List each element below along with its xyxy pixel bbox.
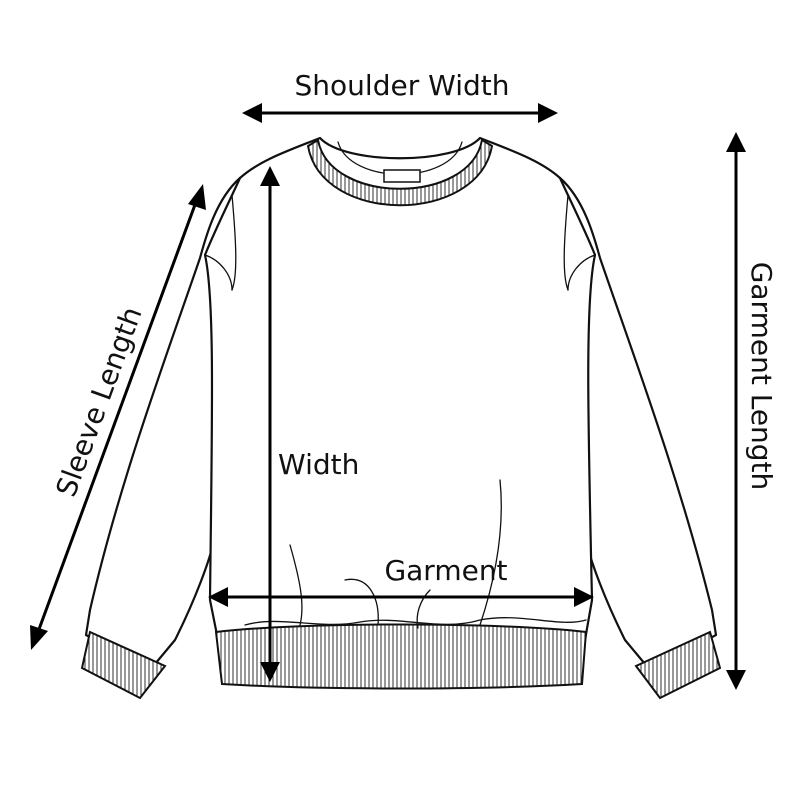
collar-rib bbox=[306, 138, 494, 207]
neck-label bbox=[383, 169, 421, 183]
body bbox=[203, 136, 597, 642]
garment-length-label: Garment Length bbox=[745, 262, 778, 491]
garment-label: Garment bbox=[384, 554, 507, 587]
right-cuff bbox=[634, 630, 722, 700]
hem-band bbox=[214, 623, 588, 690]
width-label: Width bbox=[278, 448, 359, 481]
left-cuff bbox=[80, 630, 167, 700]
shoulder-width-label: Shoulder Width bbox=[295, 69, 510, 102]
left-sleeve bbox=[84, 176, 242, 672]
right-sleeve bbox=[558, 176, 718, 672]
